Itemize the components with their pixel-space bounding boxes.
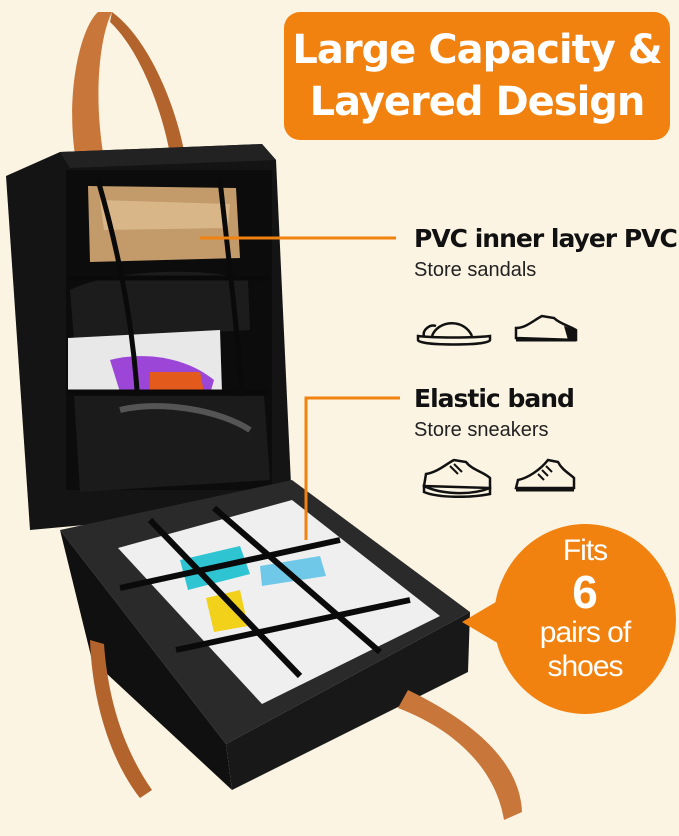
badge-line-count: 6 xyxy=(572,566,598,618)
chunky-sneaker-icon xyxy=(422,458,492,498)
title-line-1: Large Capacity & xyxy=(292,27,662,73)
capacity-badge-text: Fits 6 pairs of shoes xyxy=(494,534,676,684)
pvc-callout-subtitle: Store sandals xyxy=(414,259,537,281)
white-sneakers xyxy=(118,500,440,704)
title-line-2: Layered Design xyxy=(309,79,646,125)
slide-sandal-icon xyxy=(416,322,492,346)
black-sneakers xyxy=(70,271,250,340)
elastic-callout-title: Elastic band xyxy=(414,384,575,413)
capacity-badge xyxy=(494,524,676,714)
elastic-callout: Elastic band Store sneakers xyxy=(414,384,575,442)
running-shoe-icon xyxy=(514,458,576,492)
elastic-callout-subtitle: Store sneakers xyxy=(414,419,549,441)
title-banner: Large Capacity & Layered Design xyxy=(284,12,670,140)
sneaker-icon xyxy=(514,314,578,342)
bottom-handle xyxy=(398,690,522,820)
badge-line-pairs: pairs of xyxy=(539,616,631,649)
pvc-callout-title: PVC inner layer PVC xyxy=(414,224,678,253)
top-handle xyxy=(72,12,112,180)
badge-line-shoes: shoes xyxy=(547,650,623,683)
badge-line-fits: Fits xyxy=(562,534,608,567)
elastic-leader-line xyxy=(304,396,400,540)
pvc-callout: PVC inner layer PVC Store sandals xyxy=(414,224,678,282)
